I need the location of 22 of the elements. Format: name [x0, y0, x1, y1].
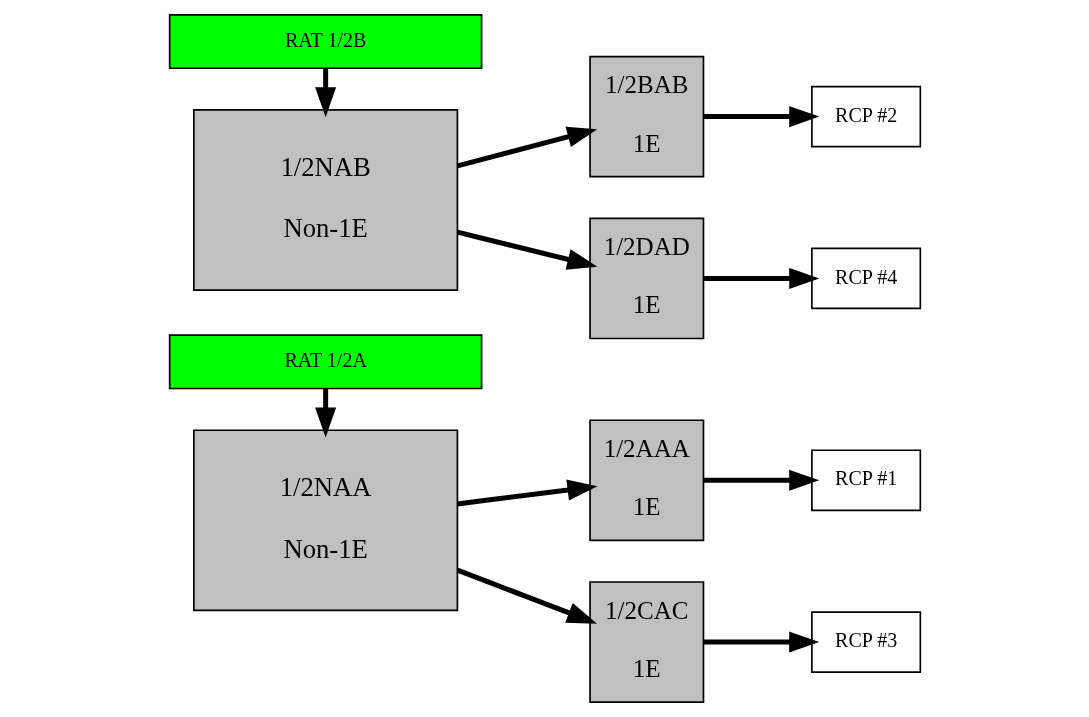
- arrow: [456, 126, 597, 169]
- node-box: RAT 1/2A: [168, 334, 482, 390]
- arrow: [456, 229, 597, 270]
- node-box: 1/2CAC 1E: [588, 581, 704, 703]
- node-box: RCP #2: [810, 85, 921, 148]
- arrow: [314, 68, 336, 118]
- node-box: RCP #3: [810, 611, 921, 673]
- node-box: 1/2BAB 1E: [588, 55, 704, 178]
- node-box: RCP #1: [810, 449, 921, 512]
- node-box: 1/2AAA 1E: [588, 419, 704, 542]
- node-box: 1/2DAD 1E: [588, 217, 704, 340]
- node-box: RCP #4: [810, 247, 921, 310]
- arrow: [703, 469, 819, 491]
- node-box: 1/2NAA Non-1E: [192, 429, 458, 612]
- arrow: [703, 631, 819, 653]
- arrow: [703, 106, 819, 128]
- node-box: 1/2NAB Non-1E: [192, 109, 458, 291]
- arrow: [456, 567, 597, 624]
- arrow: [314, 388, 336, 438]
- node-box: RAT 1/2B: [168, 14, 482, 70]
- arrow: [703, 267, 819, 289]
- arrow: [456, 479, 597, 507]
